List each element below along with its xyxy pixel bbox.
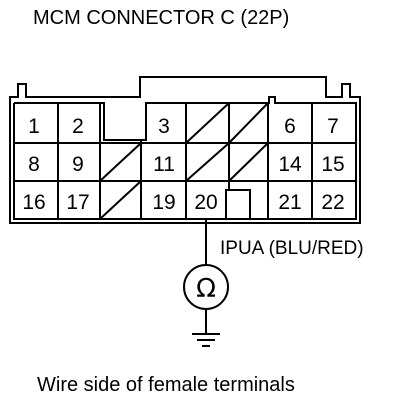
diagram-caption: Wire side of female terminals [37, 374, 295, 396]
ohmmeter-icon: Ω [183, 264, 229, 310]
terminal-7: 7 [327, 115, 339, 138]
diagram-title: MCM CONNECTOR C (22P) [33, 7, 289, 29]
ground-icon [192, 333, 220, 347]
terminal-15: 15 [321, 153, 344, 176]
terminal-17: 17 [66, 191, 89, 214]
terminal-11: 11 [153, 153, 175, 176]
terminal-3: 3 [158, 115, 170, 138]
terminal-2: 2 [72, 115, 84, 138]
connector-housing [9, 76, 361, 224]
ohm-symbol: Ω [196, 274, 216, 304]
terminal-20: 20 [194, 191, 217, 214]
terminal-22: 22 [321, 191, 344, 214]
terminal-16: 16 [22, 191, 45, 214]
terminal-9: 9 [72, 153, 84, 176]
terminal-21: 21 [278, 191, 301, 214]
terminal-6: 6 [284, 115, 296, 138]
terminal-8: 8 [28, 153, 40, 176]
terminal-19: 19 [152, 191, 175, 214]
wire-label: IPUA (BLU/RED) [220, 238, 364, 259]
terminal-grid [14, 102, 356, 220]
terminal-1: 1 [28, 115, 40, 138]
pin-labels: 1 2 3 6 7 8 9 11 14 15 16 17 19 20 21 22 [22, 115, 344, 214]
terminal-14: 14 [278, 153, 302, 176]
